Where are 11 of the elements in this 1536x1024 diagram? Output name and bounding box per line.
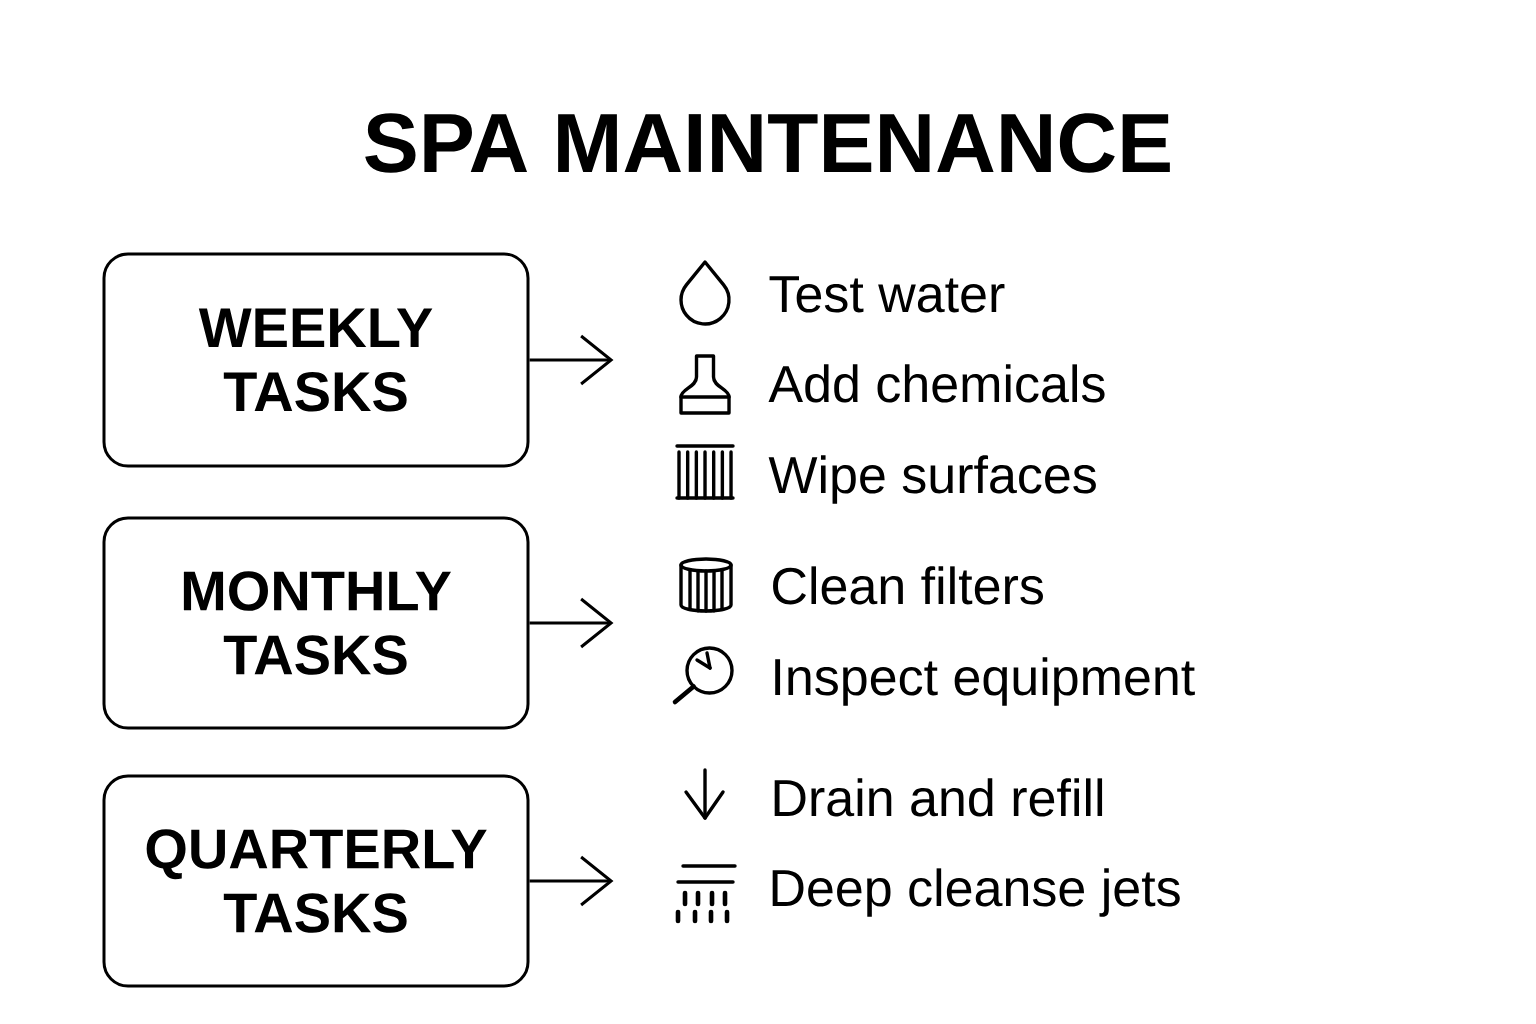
task-box: QUARTERLY TASKS — [102, 774, 530, 988]
task-label: Add chemicals — [768, 364, 1105, 403]
task-label: Inspect equipment — [775, 657, 1195, 706]
title: SPA MAINTENANCE — [365, 113, 1170, 173]
task-label: Wipe surfaces — [768, 455, 1096, 504]
task-label: Drain and refill — [774, 778, 1103, 817]
task-label: Test water — [769, 276, 1005, 313]
task-label: Clean filters — [773, 566, 1043, 605]
task-label: Deep cleanse jets — [772, 868, 1180, 917]
task-box: WEEKLY TASKS — [102, 252, 530, 468]
task-box: MONTHLY TASKS — [102, 516, 530, 730]
